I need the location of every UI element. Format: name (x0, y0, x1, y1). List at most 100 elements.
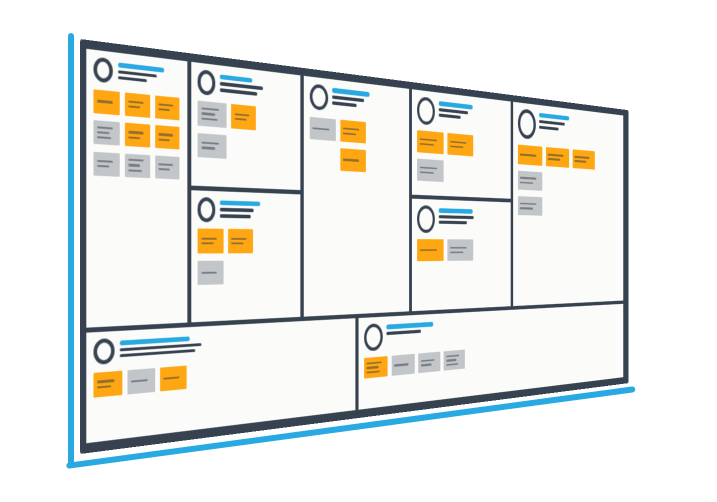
sticky-note-gray (417, 159, 444, 182)
sticky-note-gray (198, 260, 224, 285)
sticky-note-orange (198, 229, 224, 253)
note-text-line (97, 131, 109, 134)
note-text-line (97, 100, 112, 104)
sticky-note-orange (546, 147, 570, 167)
note-text-line (450, 251, 463, 253)
sticky-note-row (417, 130, 506, 158)
sticky-note-orange (448, 133, 473, 156)
note-text-line (520, 181, 533, 184)
sticky-note-row (518, 145, 620, 171)
note-text-line (420, 171, 434, 174)
sticky-note-gray (448, 239, 473, 260)
header-text-line (118, 76, 147, 82)
sticky-note-orange (228, 229, 253, 253)
sticky-note-row (198, 133, 295, 163)
sticky-note-gray (93, 120, 119, 146)
note-text-line (420, 138, 437, 141)
sticky-note-orange (231, 104, 256, 130)
note-text-line (131, 379, 148, 383)
header-circle-icon (198, 69, 216, 95)
note-text-line (158, 138, 169, 141)
sticky-note-row (93, 89, 181, 120)
note-text-line (201, 237, 216, 239)
sticky-note-orange (340, 119, 365, 143)
note-text-line (367, 361, 382, 364)
header-lines (386, 322, 433, 338)
note-text-line (158, 163, 172, 166)
note-text-line (575, 160, 587, 163)
sticky-note-orange (93, 370, 122, 397)
header-circle-icon (198, 197, 216, 222)
note-text-line (575, 156, 590, 159)
section-value-propositions (304, 76, 412, 317)
sticky-note-orange (155, 125, 179, 149)
sticky-note-orange (160, 365, 187, 391)
note-text-line (450, 145, 463, 148)
sticky-note-gray (198, 101, 227, 128)
sticky-note-orange (417, 239, 444, 261)
section-customer-segments (513, 102, 623, 306)
section-key-resources (191, 190, 300, 322)
section-cost-structure (86, 318, 358, 443)
header-lines (539, 113, 569, 134)
section-channels (412, 199, 511, 312)
sticky-note-row (417, 239, 506, 261)
canvas-top-row (86, 49, 623, 333)
note-text-line (128, 136, 140, 139)
note-text-line (97, 126, 112, 129)
sticky-note-orange (125, 123, 150, 148)
header-text-line (332, 101, 356, 107)
header-text-line (539, 120, 565, 126)
note-text-line (450, 247, 467, 249)
note-text-line (231, 238, 246, 240)
sticky-note-gray (518, 170, 543, 190)
header-text-line (439, 114, 461, 119)
sticky-note-row (417, 159, 506, 185)
header-accent-line (220, 200, 260, 206)
header-circle-icon (93, 57, 112, 84)
sticky-note-gray (127, 368, 155, 394)
sticky-note-row (198, 260, 295, 285)
header-circle-icon (364, 323, 383, 351)
note-text-line (446, 359, 457, 362)
note-text-line (128, 105, 140, 108)
note-text-line (97, 379, 115, 383)
header-circle-icon (417, 96, 435, 125)
note-text-line (201, 141, 219, 144)
note-text-line (420, 143, 434, 146)
header-circle-icon (518, 108, 536, 139)
section-header (518, 108, 620, 147)
note-text-line (520, 153, 536, 156)
header-lines (220, 200, 260, 221)
note-text-line (158, 133, 172, 136)
sticky-note-orange (417, 130, 444, 154)
note-text-line (446, 363, 458, 366)
sticky-note-row (310, 117, 404, 147)
sticky-note-row (198, 229, 295, 253)
note-text-line (548, 154, 563, 157)
column-relationships-channels (412, 89, 513, 311)
header-lines (332, 88, 369, 111)
note-text-line (394, 363, 408, 366)
sticky-note-row (93, 120, 181, 149)
note-text-line (128, 131, 143, 134)
note-text-line (313, 127, 330, 130)
note-text-line (450, 141, 467, 144)
note-text-line (446, 354, 459, 357)
sticky-note-gray (518, 196, 543, 216)
sticky-note-orange (364, 356, 388, 379)
note-text-line (158, 108, 169, 111)
note-text-line (548, 158, 560, 161)
header-lines (118, 62, 164, 87)
sticky-note-gray (444, 350, 465, 371)
note-text-line (343, 127, 359, 130)
note-text-line (367, 366, 379, 369)
note-text-line (128, 100, 143, 104)
sticky-note-gray (198, 133, 227, 159)
header-text-line (539, 125, 559, 130)
note-text-line (163, 376, 179, 379)
sticky-note-orange (93, 89, 119, 115)
section-header (198, 197, 295, 223)
sticky-note-row (340, 148, 404, 174)
